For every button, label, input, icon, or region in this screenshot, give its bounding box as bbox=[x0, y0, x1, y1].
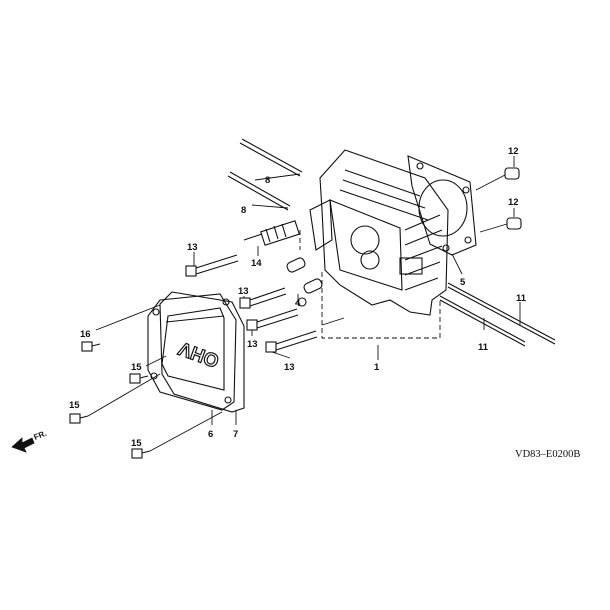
bolt-bottom[interactable] bbox=[265, 330, 318, 353]
bolt-lower[interactable] bbox=[246, 308, 299, 331]
cover-bolt-15-a[interactable] bbox=[129, 373, 149, 384]
label-bolt-lower: 13 bbox=[247, 339, 258, 350]
diagram-code: VD83–E0200B bbox=[515, 449, 580, 460]
label-cover-bolt-15-a: 15 bbox=[131, 362, 142, 373]
label-dowel: 4 bbox=[295, 298, 301, 309]
leader-lines bbox=[87, 156, 521, 452]
head-cover[interactable] bbox=[147, 293, 237, 411]
push-rod-lower[interactable] bbox=[439, 295, 526, 347]
cap-upper[interactable] bbox=[504, 167, 520, 180]
bolt-middle[interactable] bbox=[239, 287, 287, 309]
label-cover-bolt-15-c: 15 bbox=[131, 438, 142, 449]
label-cap-upper: 12 bbox=[508, 146, 519, 157]
head-cover-gasket[interactable] bbox=[159, 291, 245, 413]
label-stud-bolt-lower: 8 bbox=[241, 205, 246, 216]
cylinder-head[interactable] bbox=[309, 149, 449, 316]
cap-lower[interactable] bbox=[506, 217, 522, 230]
push-rod-upper[interactable] bbox=[447, 282, 556, 345]
bolt-top[interactable] bbox=[185, 254, 239, 277]
cover-bolt-15-c[interactable] bbox=[131, 448, 151, 459]
cover-logo: OHV bbox=[176, 337, 222, 371]
label-cylinder-head: 1 bbox=[374, 362, 380, 373]
label-head-cover: 6 bbox=[208, 429, 213, 440]
label-cover-bolt-15-b: 15 bbox=[69, 400, 80, 411]
label-cover-bolt-16: 16 bbox=[80, 329, 91, 340]
label-head-cover-gasket: 7 bbox=[233, 429, 238, 440]
label-stud-bolt-upper: 8 bbox=[265, 175, 270, 186]
cover-bolt-16[interactable] bbox=[81, 341, 101, 352]
cylinder-head-outline-dash bbox=[299, 230, 441, 339]
label-spark-plug: 14 bbox=[251, 258, 262, 269]
dowel-lower[interactable] bbox=[297, 278, 323, 307]
label-bolt-middle: 13 bbox=[238, 286, 249, 297]
dowel-upper[interactable] bbox=[286, 257, 307, 274]
spark-plug[interactable] bbox=[243, 220, 300, 246]
label-bolt-top: 13 bbox=[187, 242, 198, 253]
cover-bolt-15-b[interactable] bbox=[69, 413, 89, 424]
label-cap-lower: 12 bbox=[508, 197, 519, 208]
label-push-rod-upper: 11 bbox=[516, 293, 527, 304]
stud-bolt-upper[interactable] bbox=[239, 138, 303, 177]
front-arrow-icon bbox=[11, 437, 35, 453]
stud-bolt-lower[interactable] bbox=[227, 171, 291, 211]
label-bolt-bottom: 13 bbox=[284, 362, 295, 373]
front-marker: FR. bbox=[33, 429, 48, 442]
label-push-rod-lower: 11 bbox=[478, 342, 489, 353]
label-head-gasket: 5 bbox=[460, 277, 466, 288]
